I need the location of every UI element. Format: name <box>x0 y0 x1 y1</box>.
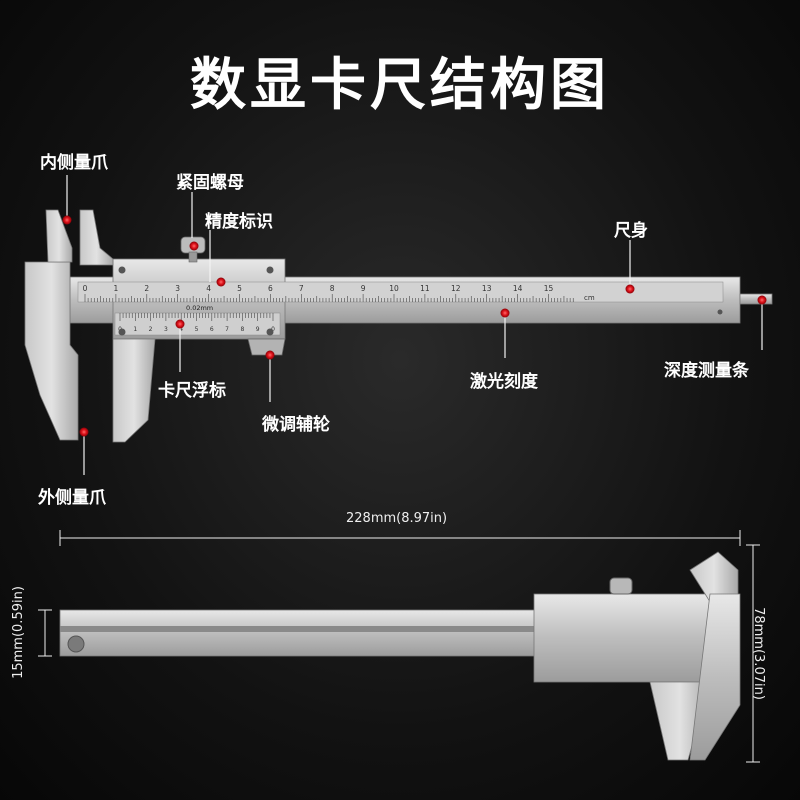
label-outer-jaw: 外侧量爪 <box>38 488 106 508</box>
scale-number: 13 <box>482 284 492 293</box>
lock-nut-stem <box>188 251 198 263</box>
marker-inner-jaw <box>62 215 72 225</box>
bottom-beam-groove <box>60 626 540 632</box>
bottom-fixed-jaw <box>689 593 741 761</box>
bottom-inner-jaw <box>689 551 739 606</box>
scale-unit: cm <box>584 294 595 302</box>
marker-fine-wheel <box>265 350 275 360</box>
vernier-number: 6 <box>210 326 214 333</box>
screw-icon <box>266 266 274 274</box>
marker-vernier <box>175 319 185 329</box>
hole-icon <box>717 309 723 315</box>
dimension-lines <box>38 530 760 763</box>
label-lock-nut: 紧固螺母 <box>176 173 244 193</box>
label-vernier: 卡尺浮标 <box>158 381 226 401</box>
scale-number: 1 <box>114 284 119 293</box>
label-depth-bar: 深度测量条 <box>664 361 749 381</box>
vernier-strip <box>114 312 281 336</box>
scale-number: 8 <box>330 284 335 293</box>
marker-outer-jaw <box>79 427 89 437</box>
screw-icon <box>266 328 274 336</box>
precision-text: 0.02mm <box>186 304 213 312</box>
vernier-number: 7 <box>225 326 229 333</box>
label-inner-jaw: 内侧量爪 <box>40 153 108 173</box>
screw-icon <box>118 266 126 274</box>
vernier-number: 9 <box>256 326 260 333</box>
bottom-screw-icon <box>67 635 85 653</box>
marker-laser-scale <box>500 308 510 318</box>
label-fine-wheel: 微调辅轮 <box>262 415 330 435</box>
callout-markers <box>62 215 767 437</box>
page-title: 数显卡尺结构图 <box>190 53 610 118</box>
vernier-number: 5 <box>195 326 199 333</box>
vernier-scale-ticks: 01234567890 <box>118 313 275 333</box>
bottom-lock-nut-icon <box>609 577 633 595</box>
scale-number: 4 <box>206 284 211 293</box>
scale-number: 5 <box>237 284 242 293</box>
bottom-slider <box>533 593 711 683</box>
bottom-outer-jaw <box>649 681 711 761</box>
inner-jaw-fixed <box>45 209 73 263</box>
marker-lock-nut <box>189 241 199 251</box>
marker-ruler-body <box>625 284 635 294</box>
scale-number: 9 <box>361 284 366 293</box>
scale-number: 14 <box>513 284 523 293</box>
scale-number: 2 <box>144 284 149 293</box>
scale-number: 15 <box>544 284 554 293</box>
scale-number: 6 <box>268 284 273 293</box>
vernier-number: 4 <box>179 326 183 333</box>
dim-width: 15mm(0.59in) <box>10 586 26 679</box>
marker-depth-bar <box>757 295 767 305</box>
label-ruler-body: 尺身 <box>614 221 648 241</box>
vernier-number: 0 <box>271 326 275 333</box>
label-precision-mark: 精度标识 <box>205 212 273 232</box>
inner-jaw-moving <box>79 209 114 266</box>
scale-number: 12 <box>451 284 461 293</box>
fine-wheel-icon <box>247 338 286 356</box>
marker-precision <box>216 277 226 287</box>
scale-number: 0 <box>83 284 88 293</box>
bottom-caliper <box>59 551 741 761</box>
dim-length: 228mm(8.97in) <box>346 511 448 526</box>
scale-number: 3 <box>175 284 180 293</box>
vernier-number: 2 <box>149 326 153 333</box>
dim-height: 78mm(3.07in) <box>750 607 766 700</box>
depth-bar <box>739 293 773 305</box>
scale-number: 10 <box>389 284 399 293</box>
vernier-number: 8 <box>240 326 244 333</box>
vernier-number: 1 <box>133 326 137 333</box>
scale-number: 7 <box>299 284 304 293</box>
vernier-number: 3 <box>164 326 168 333</box>
outer-jaw-moving <box>112 338 156 443</box>
bottom-beam <box>59 609 541 657</box>
outer-jaw-fixed <box>24 261 79 441</box>
leader-lines <box>66 175 763 475</box>
screw-icon <box>118 328 126 336</box>
label-laser-scale: 激光刻度 <box>470 372 538 392</box>
scale-number: 11 <box>420 284 430 293</box>
